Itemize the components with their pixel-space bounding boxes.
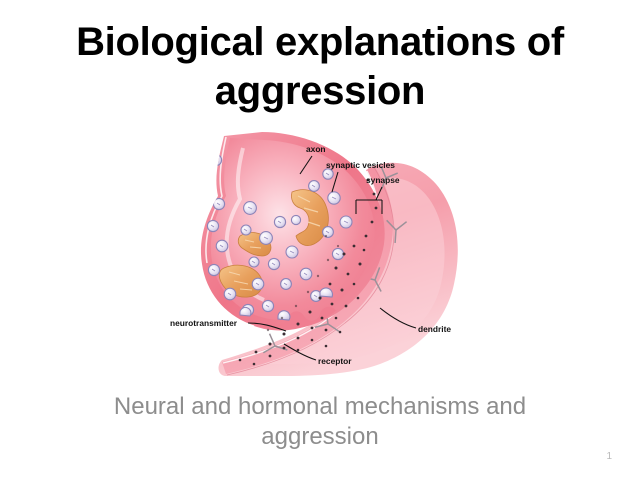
label-synaptic-vesicles: synaptic vesicles bbox=[326, 160, 395, 170]
neurotransmitter-dots bbox=[238, 178, 378, 366]
title-line-1: Biological explanations of bbox=[76, 20, 564, 64]
axon-terminal-shape bbox=[200, 132, 385, 331]
leader-axon bbox=[299, 155, 313, 175]
label-dendrite: dendrite bbox=[418, 324, 451, 334]
page-number: 1 bbox=[606, 451, 612, 462]
label-neurotransmitter: neurotransmitter bbox=[170, 318, 238, 328]
leader-receptor bbox=[283, 343, 317, 361]
subtitle-line-2: aggression bbox=[261, 423, 379, 451]
synapse-bracket bbox=[355, 199, 383, 214]
receptor-shapes bbox=[262, 165, 408, 354]
title-line-2: aggression bbox=[214, 68, 426, 113]
page-title: Biological explanations of aggression bbox=[55, 18, 585, 116]
label-receptor: receptor bbox=[318, 356, 352, 366]
label-axon: axon bbox=[306, 144, 326, 154]
synapse-diagram: axon synaptic vesicles synapse neurotran… bbox=[170, 118, 480, 380]
synaptic-vesicles bbox=[203, 153, 353, 317]
mitochondria bbox=[218, 189, 329, 298]
diagram-labels: axon synaptic vesicles synapse neurotran… bbox=[170, 144, 451, 366]
leader-dendrite bbox=[379, 307, 417, 329]
leader-synapse bbox=[375, 186, 383, 201]
label-synapse: synapse bbox=[366, 175, 400, 185]
subtitle: Neural and hormonal mechanisms and aggre… bbox=[70, 392, 570, 453]
subtitle-line-1: Neural and hormonal mechanisms and bbox=[113, 393, 527, 420]
leader-synaptic-vesicles bbox=[331, 171, 339, 193]
leader-neurotransmitter bbox=[247, 322, 287, 332]
